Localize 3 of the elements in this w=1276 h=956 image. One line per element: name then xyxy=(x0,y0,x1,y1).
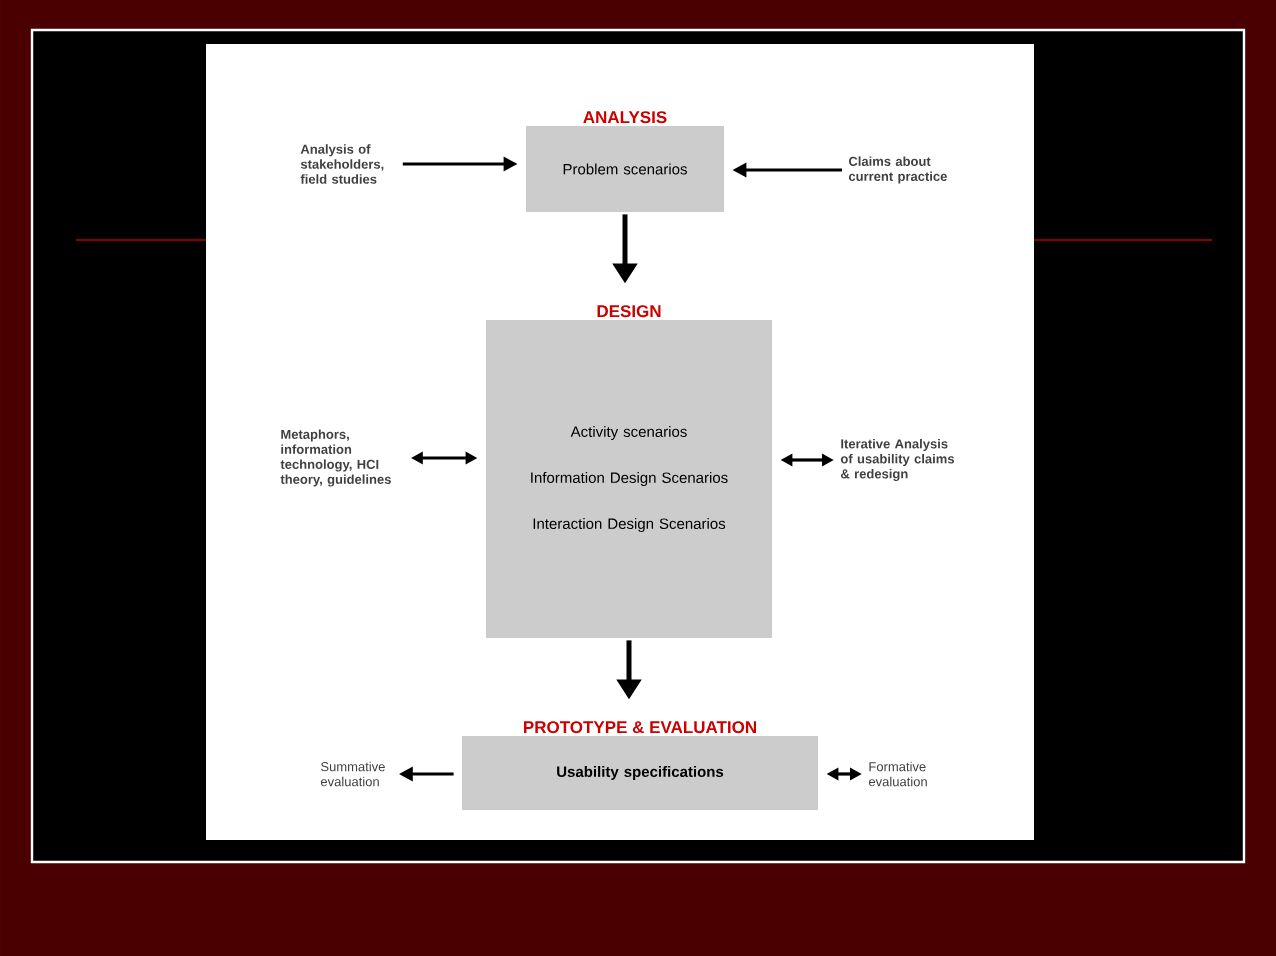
stage-heading: PROTOTYPE & EVALUATION xyxy=(524,721,756,734)
stage-heading: DESIGN xyxy=(597,305,661,318)
stage-heading: ANALYSIS xyxy=(583,111,667,124)
